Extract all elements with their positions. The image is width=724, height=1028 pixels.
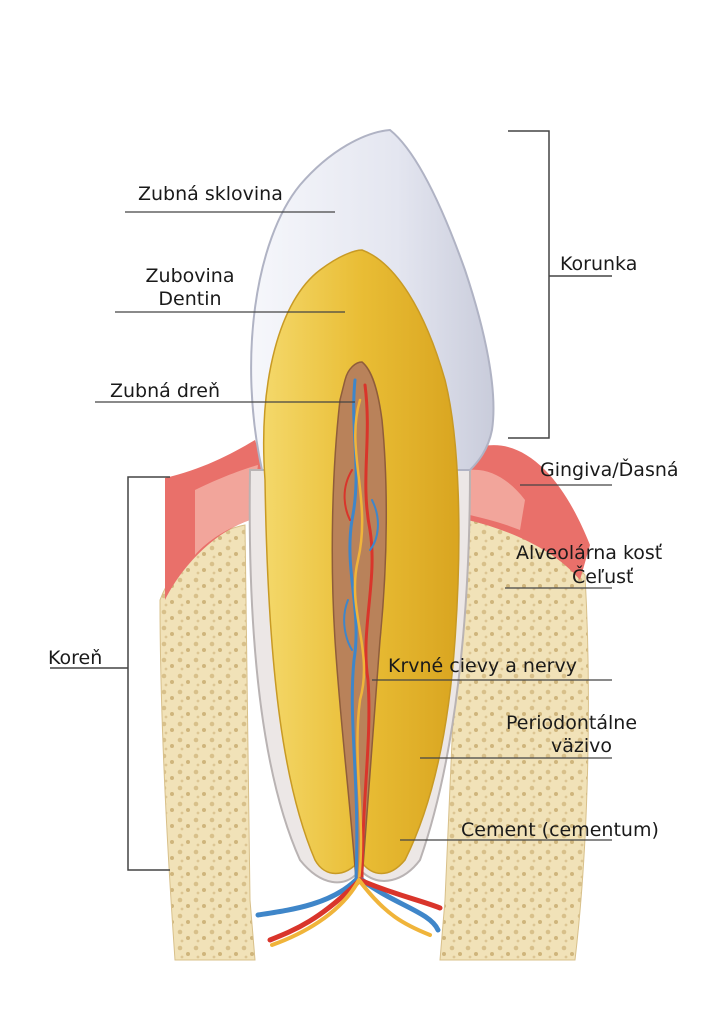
root-bracket: [50, 476, 170, 871]
label-root: Koreň: [48, 647, 103, 669]
label-dentin-line1: Zubovina: [145, 265, 235, 287]
label-periodontal-line2: väzivo: [551, 735, 613, 757]
label-crown: Korunka: [560, 253, 638, 275]
label-dentin-line2: Dentin: [158, 288, 222, 310]
label-enamel: Zubná sklovina: [138, 183, 283, 205]
label-gingiva: Gingiva/Ďasná: [540, 459, 679, 481]
leader-lines: [95, 211, 612, 841]
label-pulp: Zubná dreň: [110, 380, 221, 402]
apex-vessels: [255, 877, 443, 947]
vessels-and-nerves: [343, 378, 379, 882]
alveolar-bone-left: [159, 524, 256, 961]
gingiva-inner-right: [470, 469, 525, 530]
label-bone-line1: Alveolárna kosť: [516, 542, 663, 564]
label-periodontal-line1: Periodontálne: [506, 712, 638, 734]
label-vessels: Krvné cievy a nervy: [388, 655, 577, 677]
gingiva-inner-left: [195, 465, 258, 555]
crown-bracket: [508, 130, 612, 439]
label-bone-line2: Čeľusť: [572, 566, 634, 588]
label-cement: Cement (cementum): [461, 819, 659, 841]
